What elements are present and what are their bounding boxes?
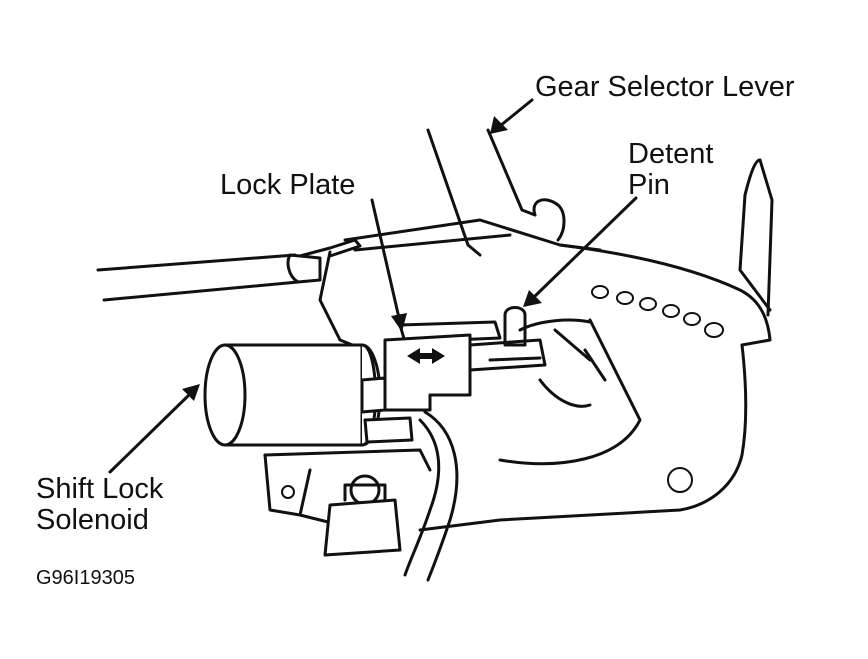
detent-pin-label-line2: Pin: [628, 169, 670, 201]
lock-plate-label: Lock Plate: [220, 169, 356, 201]
lock-plate-arrow: [370, 198, 407, 332]
lock-plate-assembly: [383, 306, 592, 412]
solenoid-wire: [403, 410, 459, 582]
shift-lock-label-line2: Solenoid: [36, 504, 149, 536]
gear-selector-lever: [426, 128, 566, 257]
detent-pin-arrow: [523, 196, 638, 307]
shift-lock-label-line1: Shift Lock: [36, 473, 164, 505]
shifter-bracket: [318, 158, 774, 532]
gear-selector-lever-label: Gear Selector Lever: [535, 71, 795, 103]
detent-plate-holes: [591, 285, 724, 493]
gear-selector-arrow: [490, 98, 534, 134]
detent-pin-label-line1: Detent: [628, 138, 714, 170]
shift-cable: [96, 238, 362, 302]
mounting-base: [263, 448, 432, 557]
figure-code: G96I19305: [36, 567, 135, 589]
solenoid-arrow: [108, 384, 200, 474]
shift-lock-solenoid: [203, 343, 414, 447]
